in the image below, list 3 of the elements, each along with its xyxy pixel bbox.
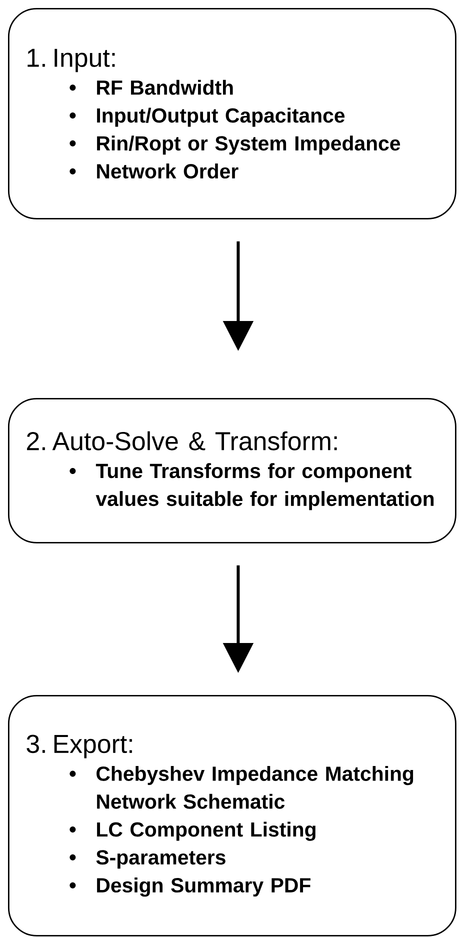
- process-box: 1. Input: RF Bandwidth Input/Output Capacitance Rin/Ropt or System Impedance Network Order: [8, 8, 456, 220]
- process-box: 3. Export: Chebyshev Impedance Matching Network Schematic LC Component Listing S-parameters Design Summary PDF: [8, 695, 456, 936]
- process-box: 2. Auto-Solve & Transform: Tune Transforms for component values suitable for implementation: [8, 398, 456, 544]
